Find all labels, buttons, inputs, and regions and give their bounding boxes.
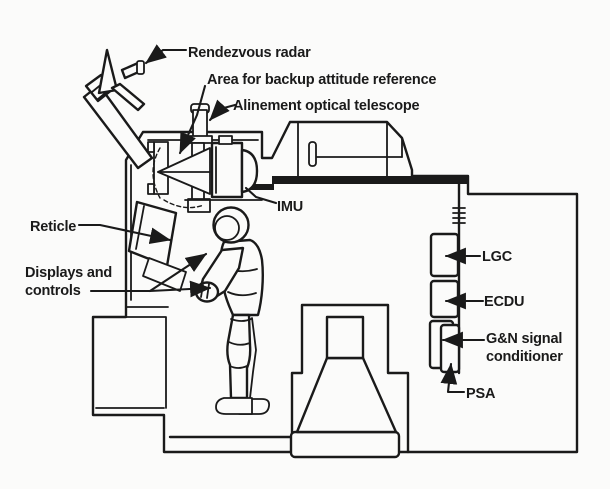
engine-cover	[289, 315, 401, 459]
cabin-outline	[91, 120, 579, 454]
ecdu-box	[429, 279, 460, 319]
nav-base-truss	[147, 141, 211, 209]
imu-unit	[184, 135, 263, 201]
label-displays-and-controls-line2: controls	[25, 283, 81, 299]
label-psa: PSA	[466, 386, 496, 402]
labels: Rendezvous radar Area for backup attitud…	[25, 45, 564, 402]
label-gn-signal-conditioner-line2: conditioner	[486, 349, 563, 365]
window-reticle	[127, 200, 178, 268]
astronaut-figure	[194, 206, 271, 415]
label-ecdu: ECDU	[484, 294, 524, 310]
label-gn-signal-conditioner-line1: G&N signal	[486, 331, 562, 347]
label-alinement-optical-telescope: Alinement optical telescope	[233, 98, 420, 114]
engine-bay-bulkhead	[290, 303, 410, 454]
gn-signal-conditioner-box	[428, 319, 461, 374]
upper-tunnel	[297, 121, 403, 177]
label-displays-and-controls-line1: Displays and	[25, 265, 112, 281]
label-lgc: LGC	[482, 249, 513, 265]
label-reticle: Reticle	[30, 219, 76, 235]
label-imu: IMU	[277, 199, 303, 215]
rendezvous-radar-antenna	[82, 48, 154, 170]
label-rendezvous-radar: Rendezvous radar	[188, 45, 311, 61]
leader-arrows	[77, 44, 486, 394]
displays-console	[142, 257, 187, 292]
label-backup-attitude-reference: Area for backup attitude reference	[207, 72, 436, 88]
